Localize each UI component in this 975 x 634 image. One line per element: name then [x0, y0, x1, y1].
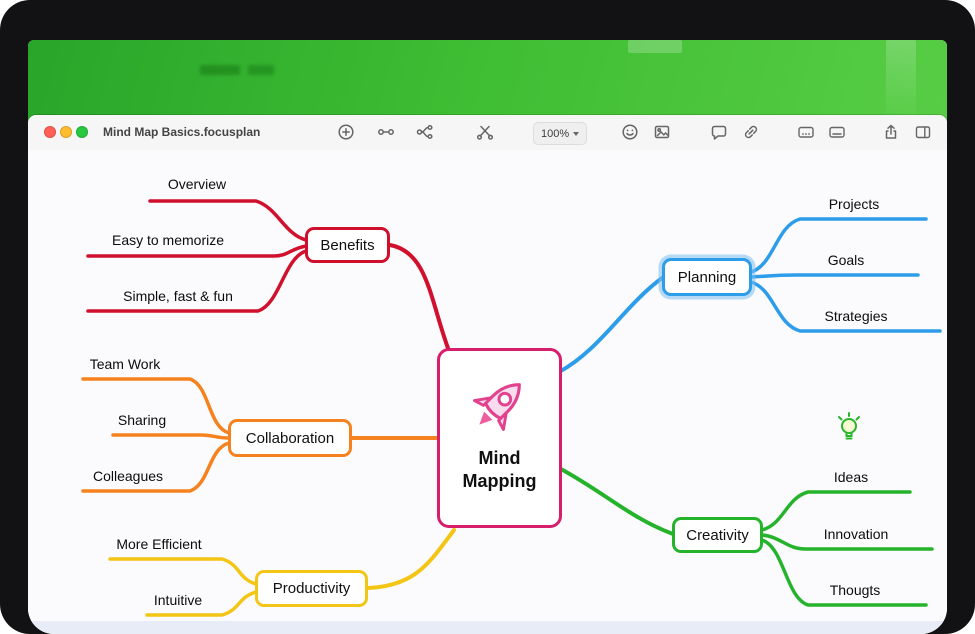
connect-topics-icon[interactable] [377, 123, 395, 141]
child-line-easy-to-memorize [86, 244, 308, 258]
page-background-strip [28, 621, 947, 634]
topic-label: Collaboration [245, 429, 335, 447]
subtopic-projects[interactable]: Projects [828, 196, 880, 212]
chevron-down-icon [573, 131, 580, 136]
link-icon[interactable] [742, 123, 760, 141]
rocket-icon [472, 383, 521, 431]
zoom-window-button[interactable] [76, 126, 88, 138]
subtopic-sharing[interactable]: Sharing [117, 412, 167, 428]
child-line-team-work [81, 377, 231, 435]
close-button[interactable] [44, 126, 56, 138]
subtopic-thougts[interactable]: Thougts [829, 582, 881, 598]
child-line-colleagues [81, 441, 231, 493]
subtopic-easy-to-memorize[interactable]: Easy to memorize [111, 232, 225, 248]
emoji-icon[interactable] [621, 123, 639, 141]
window-title: Mind Map Basics.focusplan [103, 125, 261, 139]
child-line-more-efficient [108, 557, 258, 586]
subtopic-team-work[interactable]: Team Work [89, 356, 161, 372]
topic-label: Benefits [320, 236, 375, 254]
child-line-thougts [760, 538, 928, 607]
header-artifact [886, 40, 916, 126]
branch-line-productivity [366, 528, 456, 590]
zoom-level: 100% [541, 127, 570, 140]
window-titlebar: Mind Map Basics.focusplan [28, 115, 947, 151]
sidebar-icon[interactable] [914, 123, 932, 141]
branch-line-benefits [388, 243, 451, 353]
zoom-select[interactable]: 100% [533, 122, 588, 145]
share-icon[interactable] [882, 123, 900, 141]
lightbulb-icon[interactable] [834, 412, 864, 446]
caption-icon[interactable] [797, 123, 815, 141]
child-line-innovation [760, 533, 934, 551]
subtopic-innovation[interactable]: Innovation [823, 526, 889, 542]
child-line-intuitive [145, 590, 258, 617]
child-line-ideas [760, 490, 912, 532]
subtopic-ideas[interactable]: Ideas [833, 469, 869, 485]
comment-icon[interactable] [710, 123, 728, 141]
minimize-button[interactable] [60, 126, 72, 138]
child-line-projects [749, 217, 928, 274]
app-window: Mind Map Basics.focusplan [28, 115, 947, 634]
child-line-simple-fast-fun [86, 249, 308, 313]
subtopic-more-efficient[interactable]: More Efficient [116, 536, 202, 552]
header-artifact [200, 65, 240, 75]
subtopic-goals[interactable]: Goals [827, 252, 865, 268]
image-icon[interactable] [653, 123, 671, 141]
topic-label: Productivity [272, 580, 351, 597]
branch-line-planning [557, 276, 664, 374]
topic-creativity[interactable]: Creativity [672, 517, 763, 553]
add-topic-icon[interactable] [337, 123, 355, 141]
subtopic-intuitive[interactable]: Intuitive [153, 592, 203, 608]
child-line-strategies [749, 280, 942, 333]
subtopic-colleagues[interactable]: Colleagues [92, 468, 164, 484]
cut-topic-icon[interactable] [476, 123, 494, 141]
branch-line-creativity [557, 466, 675, 536]
topic-collaboration[interactable]: Collaboration [228, 419, 352, 457]
topic-label: Creativity [686, 526, 749, 544]
center-topic-mind-mapping[interactable]: Mind Mapping [437, 348, 562, 528]
child-line-overview [148, 199, 308, 242]
child-line-sharing [111, 433, 231, 440]
topic-label: Planning [677, 268, 737, 286]
topic-productivity[interactable]: Productivity [255, 570, 368, 607]
topic-benefits[interactable]: Benefits [305, 227, 390, 263]
center-topic-label: Mind Mapping [462, 448, 537, 491]
subtopic-strategies[interactable]: Strategies [824, 308, 888, 324]
subtopic-simple-fast-fun[interactable]: Simple, fast & fun [123, 288, 233, 304]
site-header [28, 40, 947, 126]
notes-icon[interactable] [828, 123, 846, 141]
header-artifact [628, 40, 682, 53]
header-artifact [248, 65, 274, 75]
topic-planning-selected[interactable]: Planning [662, 258, 752, 296]
screen: Mind Map Basics.focusplan [28, 40, 947, 634]
add-child-topic-icon[interactable] [416, 123, 434, 141]
mindmap-canvas[interactable]: Mind Mapping Benefits Collaboration Prod… [28, 150, 947, 634]
subtopic-overview[interactable]: Overview [167, 176, 227, 192]
connections-layer [81, 199, 942, 617]
child-line-goals [749, 273, 920, 279]
